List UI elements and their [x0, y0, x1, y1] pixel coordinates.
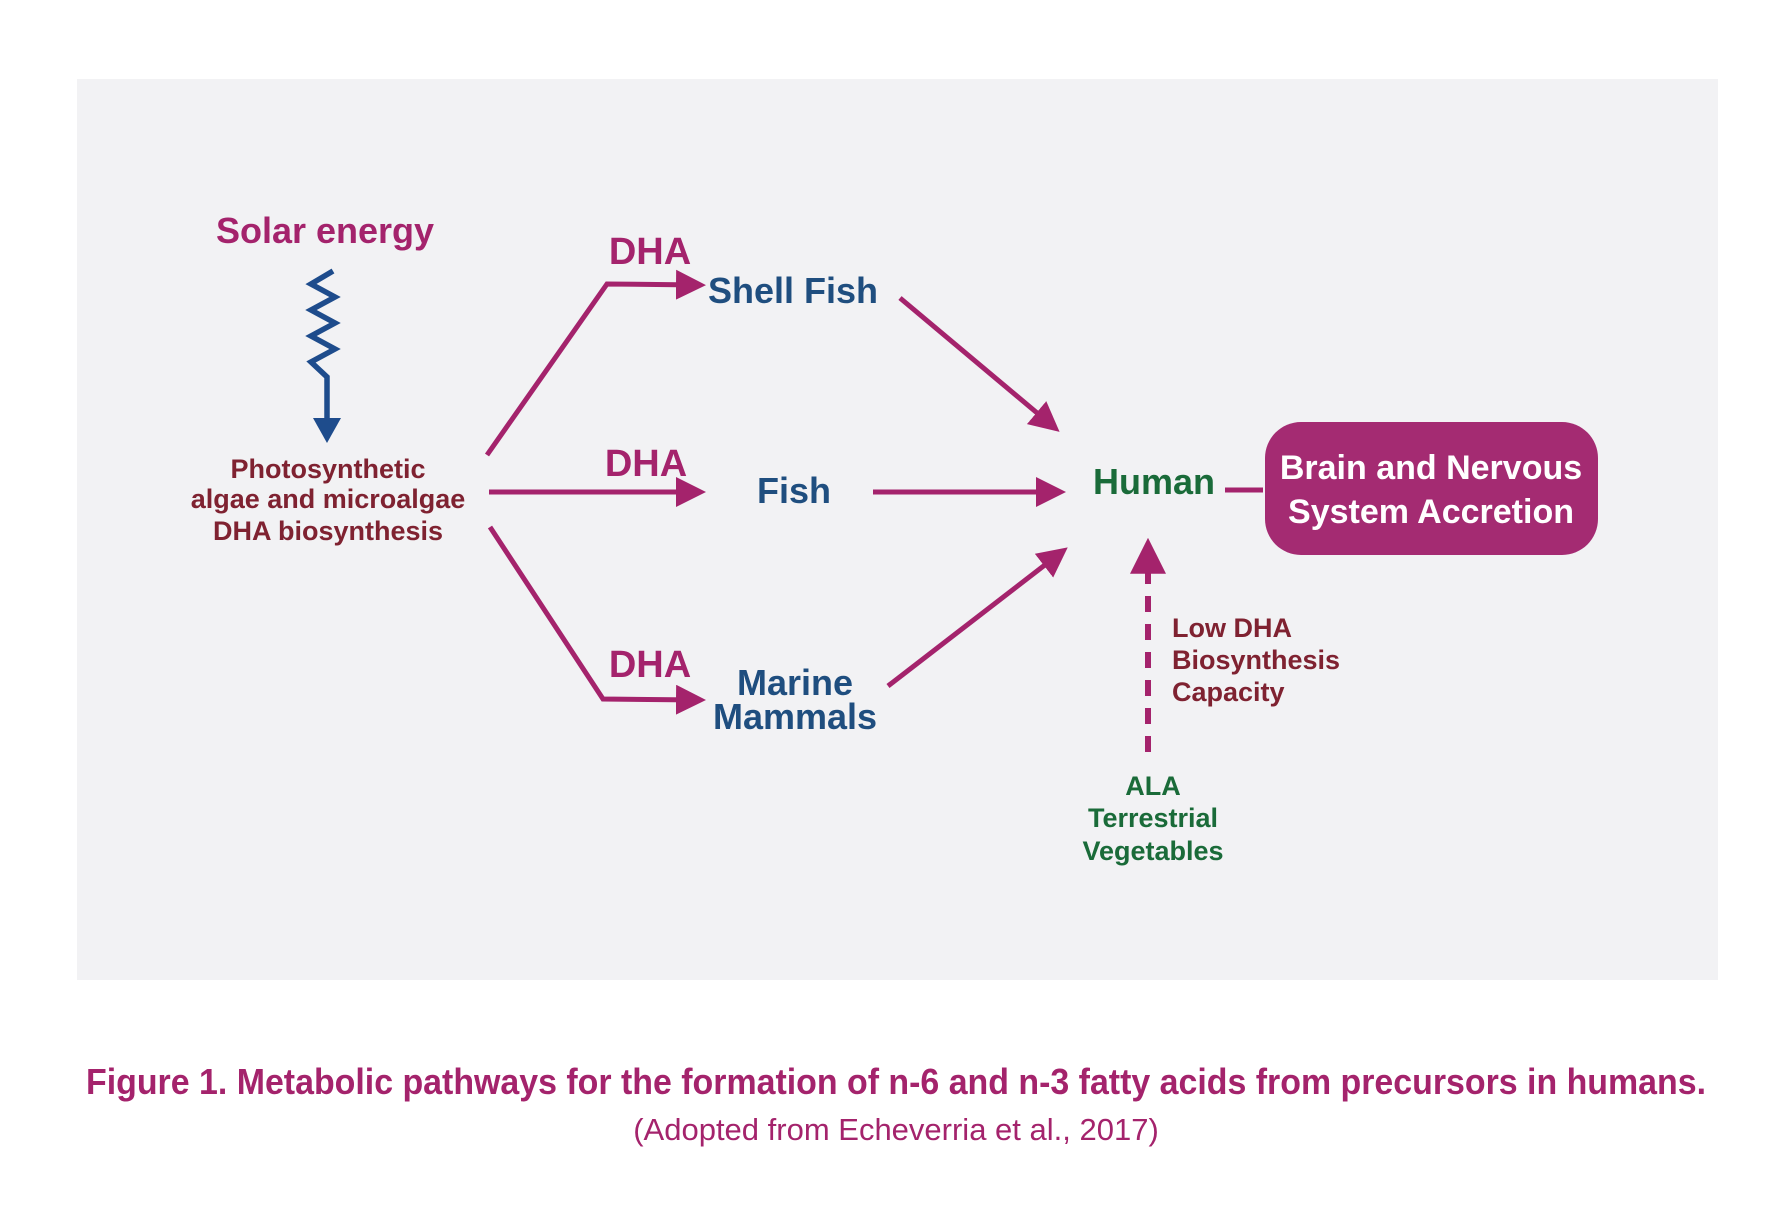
edge-marine-mammals-to-human	[886, 547, 1068, 688]
node-marine-mammals: Marine Mammals	[713, 662, 877, 737]
algae-line-2: algae and microalgae	[191, 484, 466, 514]
dha-label-middle: DHA	[605, 443, 687, 485]
low-dha-line-1: Low DHA	[1172, 613, 1292, 643]
marine-mammals-line-1: Marine	[737, 662, 853, 703]
dha-label-bottom: DHA	[609, 644, 691, 686]
ala-line-2: Terrestrial	[1088, 803, 1218, 833]
node-shell-fish: Shell Fish	[708, 270, 878, 311]
ala-line-1: ALA	[1125, 771, 1181, 801]
brain-box-shape	[1265, 422, 1598, 555]
brain-box-line-1: Brain and Nervous	[1280, 449, 1582, 487]
algae-label: Photosynthetic algae and microalgae DHA …	[191, 454, 466, 546]
low-dha-line-3: Capacity	[1172, 677, 1285, 707]
ala-line-3: Vegetables	[1082, 836, 1223, 866]
dha-label-top: DHA	[609, 231, 691, 273]
solar-zigzag-arrow-icon	[305, 268, 341, 443]
edge-shellfish-to-human	[898, 296, 1060, 432]
node-brain-box: Brain and Nervous System Accretion	[1265, 422, 1598, 555]
figure-caption-title: Figure 1. Metabolic pathways for the for…	[86, 1061, 1706, 1102]
ala-label: ALA Terrestrial Vegetables	[1082, 771, 1223, 866]
node-fish: Fish	[757, 470, 831, 511]
node-human: Human	[1093, 461, 1215, 502]
algae-line-3: DHA biosynthesis	[213, 516, 443, 546]
figure-caption-source: (Adopted from Echeverria et al., 2017)	[633, 1112, 1159, 1147]
brain-box-line-2: System Accretion	[1288, 493, 1574, 531]
low-dha-label: Low DHA Biosynthesis Capacity	[1172, 613, 1340, 707]
edge-algae-to-shellfish	[484, 269, 706, 457]
marine-mammals-line-2: Mammals	[713, 696, 877, 737]
edge-algae-to-marine-mammals	[487, 525, 706, 715]
solar-energy-label: Solar energy	[216, 210, 434, 251]
algae-line-1: Photosynthetic	[230, 454, 425, 484]
low-dha-line-2: Biosynthesis	[1172, 645, 1340, 675]
